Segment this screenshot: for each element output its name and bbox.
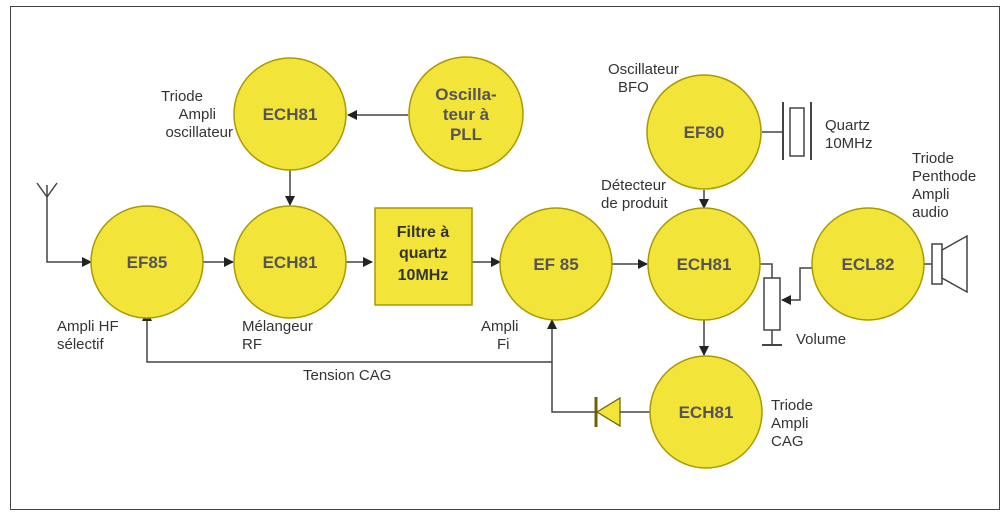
node-ech81-cag: ECH81 xyxy=(649,355,763,469)
node-ech81-mixer: ECH81 xyxy=(233,205,347,319)
node-filter-line1: Filtre à xyxy=(397,224,450,241)
label-triode-osc-3: oscillateur xyxy=(165,124,233,141)
node-ech81-detector: ECH81 xyxy=(647,207,761,321)
diagram-frame xyxy=(10,6,1000,510)
node-filter-line3: 10MHz xyxy=(398,267,449,284)
node-pll-line2: teur à xyxy=(443,105,490,124)
node-ech81-mixer-label: ECH81 xyxy=(263,253,318,272)
signal-wires xyxy=(46,110,932,413)
label-melangeur-1: Mélangeur xyxy=(242,318,313,335)
node-ef85-hf: EF85 xyxy=(90,205,204,319)
wire-antenna-ef85 xyxy=(46,210,92,267)
node-ef85-fi: EF 85 xyxy=(499,207,613,321)
wire-ecl82-wiper xyxy=(781,267,812,305)
node-ech81-cag-label: ECH81 xyxy=(679,403,734,422)
speaker-icon xyxy=(931,234,968,294)
node-ech81-oscillator: ECH81 xyxy=(233,57,347,171)
node-ef85-fi-label: EF 85 xyxy=(533,255,578,274)
label-detecteur-2: de produit xyxy=(601,195,669,212)
node-pll: Oscilla- teur à PLL xyxy=(408,56,524,172)
wire-cag-hf xyxy=(142,311,552,363)
node-pll-line1: Oscilla- xyxy=(435,85,496,104)
node-filter-line2: quartz xyxy=(399,245,447,262)
label-triode-cag-2: Ampli xyxy=(771,415,809,432)
node-filter: Filtre à quartz 10MHz xyxy=(374,207,473,306)
label-melangeur-2: RF xyxy=(242,336,262,353)
wire-detector-pot xyxy=(760,263,773,278)
label-triode-cag-1: Triode xyxy=(771,397,813,414)
label-triode-audio-2: Penthode xyxy=(912,168,976,185)
label-detecteur-1: Détecteur xyxy=(601,177,666,194)
label-ampli-hf-2: sélectif xyxy=(57,336,105,353)
label-ampli-hf-1: Ampli HF xyxy=(57,318,119,335)
label-tension-cag: Tension CAG xyxy=(303,367,391,384)
label-quartz-2: 10MHz xyxy=(825,135,873,152)
label-triode-osc-1: Triode xyxy=(161,88,203,105)
label-triode-cag-3: CAG xyxy=(771,433,804,450)
label-triode-audio-3: Ampli xyxy=(912,186,950,203)
label-osc-bfo-2: BFO xyxy=(618,79,649,96)
node-ecl82-label: ECL82 xyxy=(842,255,895,274)
node-ef80: EF80 xyxy=(646,74,762,190)
diode-icon xyxy=(594,396,621,428)
node-ecl82: ECL82 xyxy=(811,207,925,321)
label-triode-osc-2: Ampli xyxy=(178,106,216,123)
label-triode-audio-4: audio xyxy=(912,204,949,221)
label-volume: Volume xyxy=(796,331,846,348)
node-pll-line3: PLL xyxy=(450,125,482,144)
node-ech81-detector-label: ECH81 xyxy=(677,255,732,274)
node-ech81-oscillator-label: ECH81 xyxy=(263,105,318,124)
node-ef80-label: EF80 xyxy=(684,123,725,142)
antenna-icon xyxy=(36,182,58,210)
label-osc-bfo-1: Oscillateur xyxy=(608,61,679,78)
label-ampli-fi-1: Ampli xyxy=(481,318,519,335)
label-triode-audio-1: Triode xyxy=(912,150,954,167)
label-quartz-1: Quartz xyxy=(825,117,870,134)
diagram-labels: Triode Ampli oscillateur Oscillateur BFO… xyxy=(57,61,976,450)
quartz-crystal-icon xyxy=(782,102,812,160)
node-ef85-hf-label: EF85 xyxy=(127,253,168,272)
label-ampli-fi-2: Fi xyxy=(497,336,510,353)
wire-diode-fi xyxy=(547,319,596,413)
potentiometer-icon xyxy=(762,277,782,346)
